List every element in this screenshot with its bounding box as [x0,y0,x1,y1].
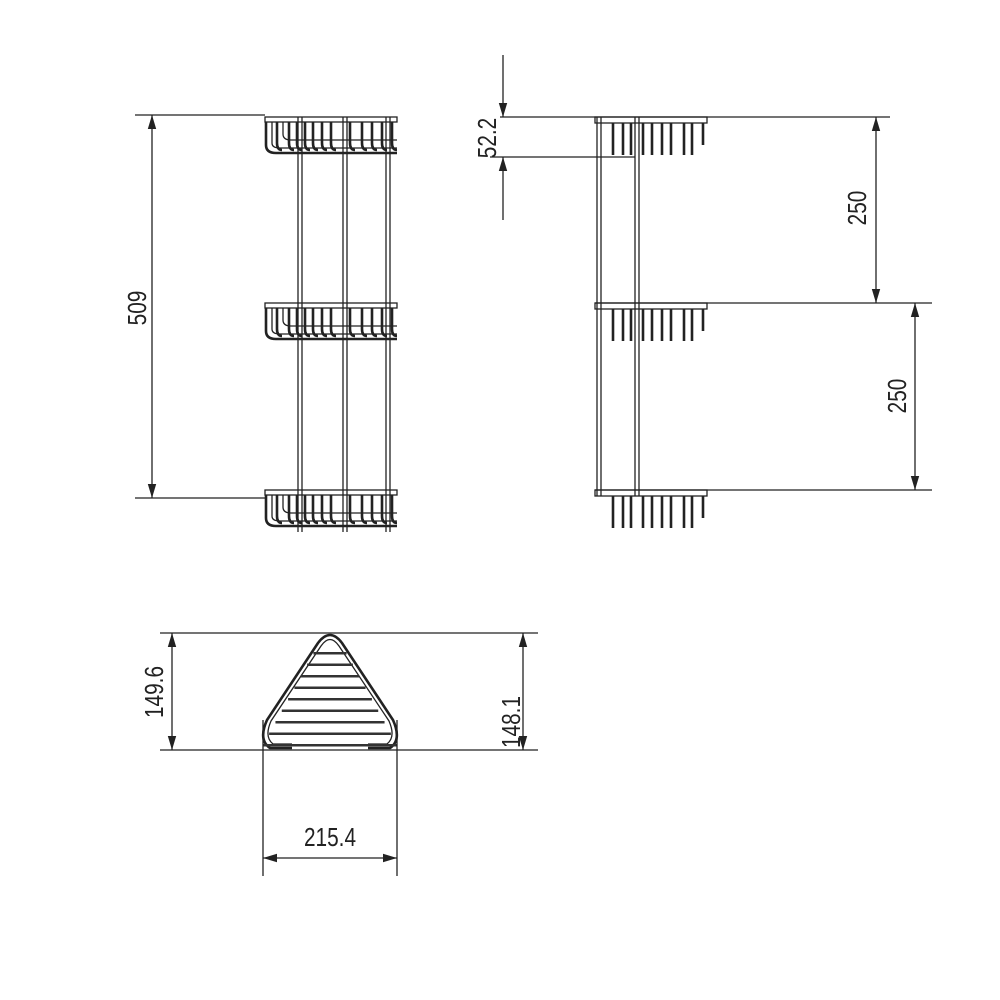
side-shelf [594,302,708,341]
dimension-509: 509 [123,114,265,499]
dimension-250-upper: 250 [843,117,881,303]
basket-bar [269,732,391,735]
dimension-149-6: 149.6 [140,633,177,750]
basket-bar [307,663,353,666]
basket-bar [262,744,398,747]
side-shelf [594,489,708,528]
basket-bar [281,709,379,712]
front-basket [264,489,398,528]
dim-label-250-lower: 250 [883,379,912,414]
side-shelf [594,116,708,155]
dim-label-52-2: 52.2 [473,118,502,158]
dimension-250-lower: 250 [595,302,932,491]
front-view [264,116,398,532]
basket-bar [275,721,385,724]
dim-label-148-1: 148.1 [497,696,526,748]
basket-bar [294,686,366,689]
dim-label-250-upper: 250 [843,191,872,226]
side-view [594,116,708,528]
front-basket [264,302,398,341]
dimension-148-1: 148.1 [497,633,528,750]
dimension-215-4: 215.4 [262,720,398,876]
dimension-52-2: 52.2 [473,55,890,220]
basket-bar [300,675,360,678]
front-basket [264,116,398,155]
dim-label-509: 509 [123,291,152,326]
basket-bar [313,652,347,655]
dim-label-149-6: 149.6 [140,666,169,718]
basket-bar [288,698,372,701]
dim-label-215-4: 215.4 [304,823,356,852]
plan-view [160,632,538,751]
